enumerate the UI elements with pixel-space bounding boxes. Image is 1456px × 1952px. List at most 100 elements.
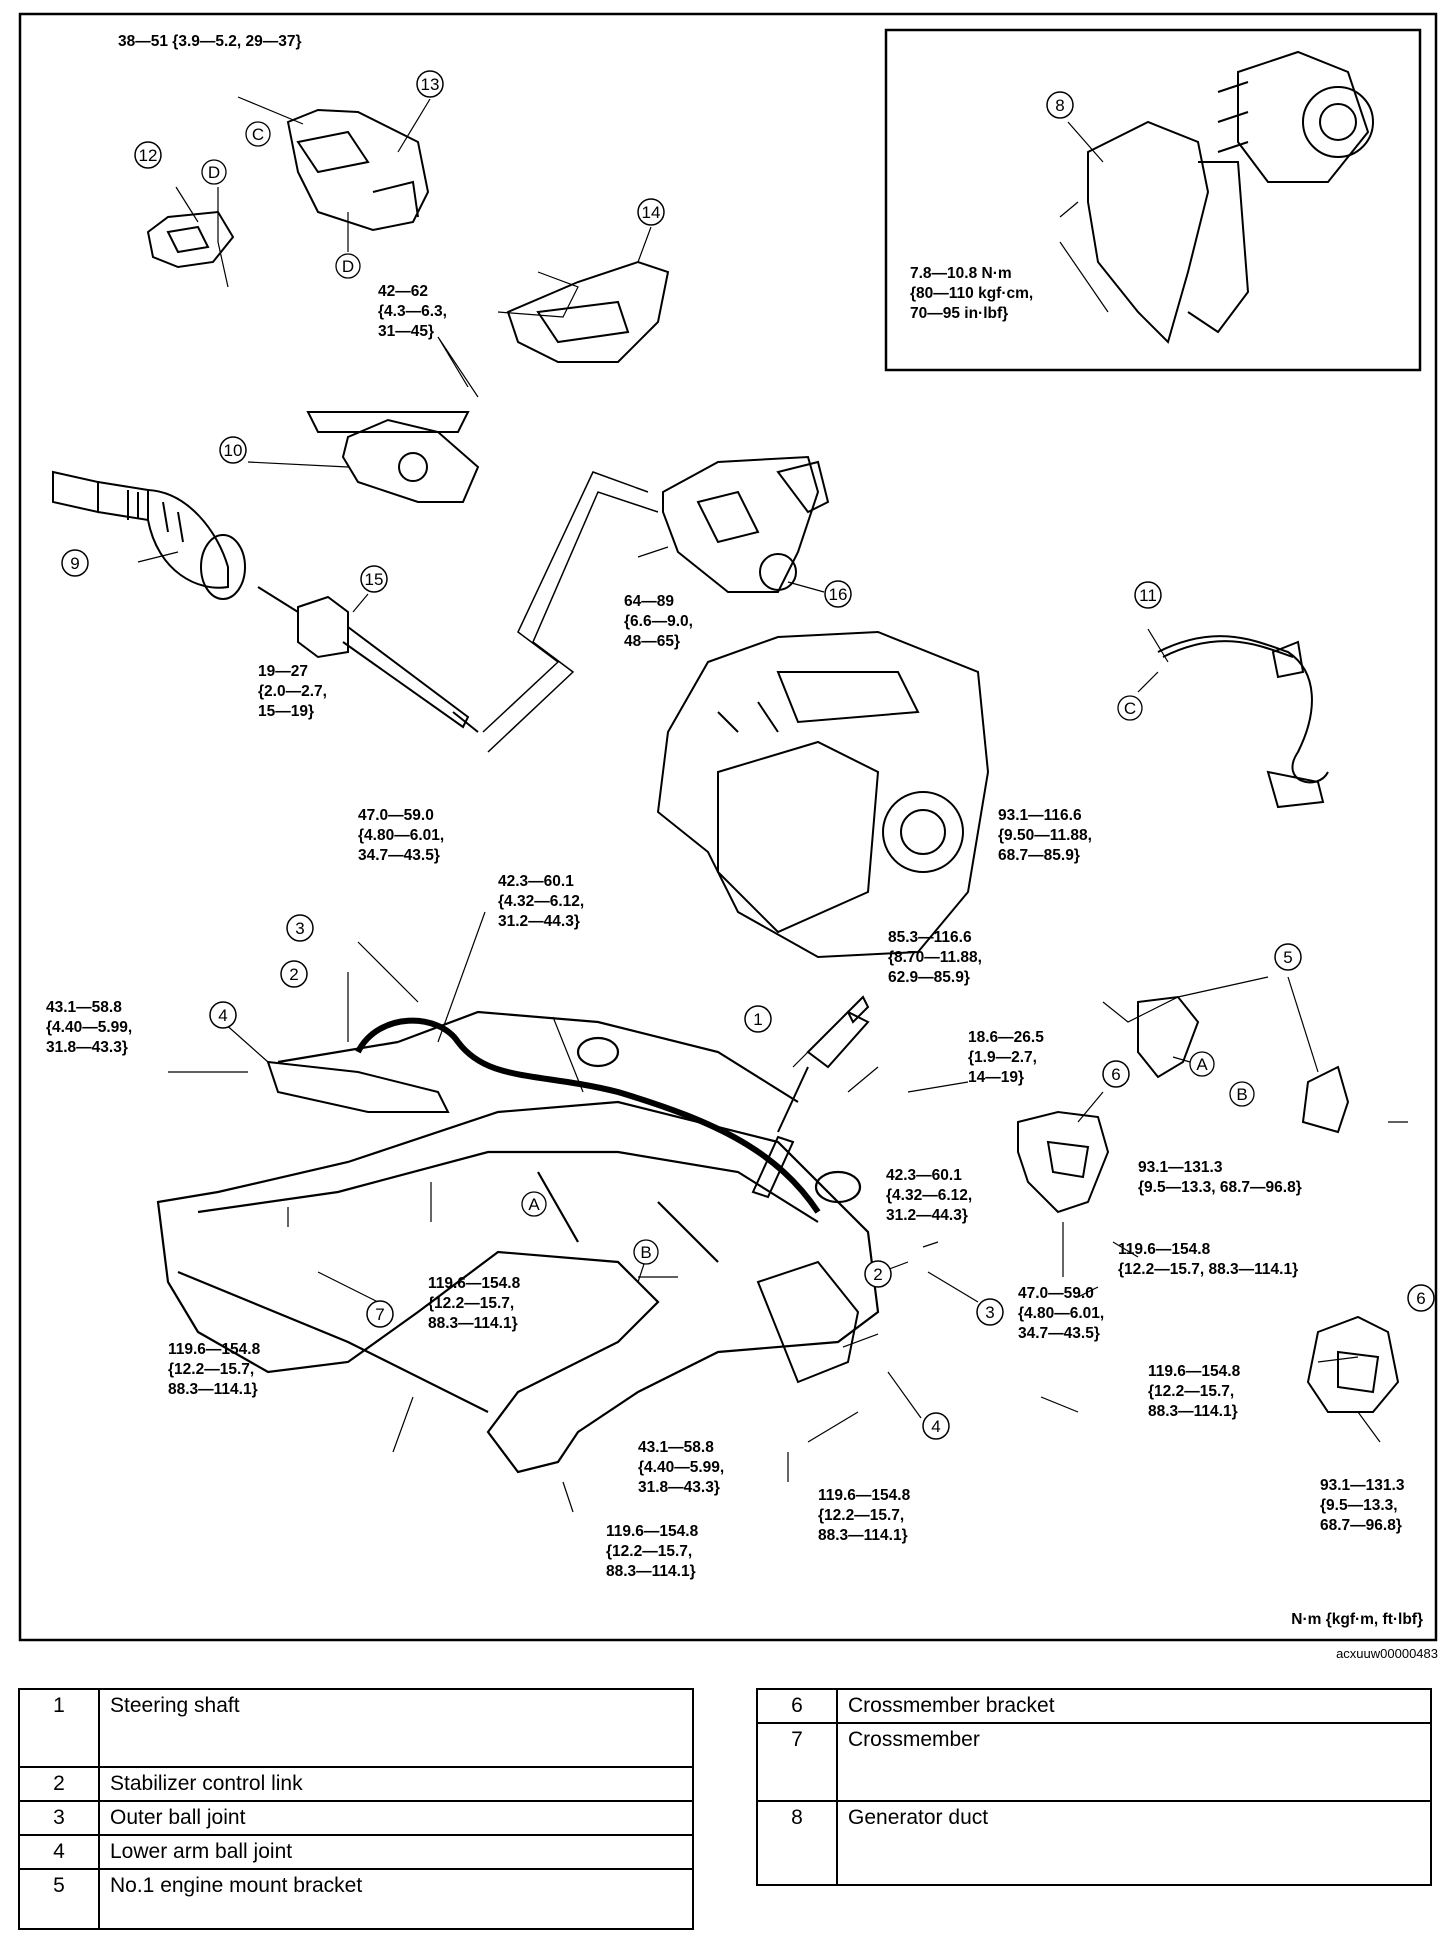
torque-5a: 93.1—116.6 {9.50—11.88, 68.7—85.9} [998, 807, 1096, 864]
callouts: 13 12 14 10 9 15 16 11 8 3 2 4 1 5 6 6 2… [61, 70, 1435, 1440]
callout-9-label: 9 [70, 554, 79, 573]
torque-14-line2: {4.3—6.3, [378, 303, 447, 320]
callout-3a: 3 [286, 914, 314, 942]
torque-14: 42—62 {4.3—6.3, 31—45} [378, 283, 451, 340]
torque-mid2-line2: {4.32—6.12, [886, 1187, 972, 1204]
torque-cm-center-line2: {12.2—15.7, [428, 1295, 514, 1312]
torque-mid2-line1: 42.3—60.1 [886, 1167, 962, 1184]
torque-4b-line2: {4.40—5.99, [638, 1459, 724, 1476]
callout-4b-label: 4 [931, 1417, 940, 1436]
torque-4b-line3: 31.8—43.3} [638, 1479, 720, 1496]
torque-16: 64—89 {6.6—9.0, 48—65} [624, 593, 697, 650]
legend-number: 6 [756, 1688, 838, 1724]
torque-4a-line1: 43.1—58.8 [46, 999, 122, 1016]
torque-3b-line2: {4.80—6.01, [1018, 1305, 1104, 1322]
part-13-mount [286, 108, 430, 232]
torque-16-line2: {6.6—9.0, [624, 613, 693, 630]
callout-6b: 6 [1407, 1284, 1435, 1312]
callout-14-label: 14 [642, 203, 661, 222]
torque-cm-r1-line3: 88.3—114.1} [818, 1527, 908, 1544]
mark-a-right: A [1189, 1051, 1215, 1077]
torque-3a-line2: {4.80—6.01, [358, 827, 444, 844]
torque-mid: 42.3—60.1 {4.32—6.12, 31.2—44.3} [498, 873, 589, 930]
callout-7-label: 7 [375, 1305, 384, 1324]
torque-8-line1: 7.8—10.8 N·m [910, 265, 1012, 282]
mark-b-right: B [1229, 1081, 1255, 1107]
callout-10: 10 [219, 436, 247, 464]
callout-6b-label: 6 [1416, 1289, 1425, 1308]
callout-12: 12 [134, 141, 162, 169]
legend-number: 1 [18, 1688, 100, 1768]
part-7-crossmember [156, 1010, 880, 1474]
torque-top-line1: 38—51 {3.9—5.2, 29—37} [118, 33, 302, 50]
mark-d-center: D [335, 253, 361, 279]
callout-16: 16 [824, 580, 852, 608]
mark-c-top: C [245, 121, 271, 147]
torque-15-line2: {2.0—2.7, [258, 683, 327, 700]
callout-7: 7 [366, 1300, 394, 1328]
part-10-mount [306, 411, 480, 503]
units-label: N·m {kgf·m, ft·lbf} [1291, 1611, 1423, 1628]
mark-b-right-label: B [1236, 1085, 1247, 1104]
torque-cm-r2-line1: 119.6—154.8 [606, 1523, 699, 1540]
callout-3b: 3 [976, 1298, 1004, 1326]
torque-6d-line3: 68.7—96.8} [1320, 1517, 1402, 1534]
torque-5b-line3: 62.9—85.9} [888, 969, 970, 986]
torque-6a-line1: 93.1—131.3 [1138, 1159, 1223, 1176]
callout-13: 13 [416, 70, 444, 98]
torque-8: 7.8—10.8 N·m {80—110 kgf·cm, 70—95 in·lb… [910, 265, 1038, 322]
part-1-steering-shaft [751, 995, 870, 1199]
mark-a-right-label: A [1196, 1055, 1208, 1074]
callout-14: 14 [637, 198, 665, 226]
torque-3b-line1: 47.0—59.0 [1018, 1285, 1094, 1302]
callout-11: 11 [1134, 581, 1162, 609]
callout-5: 5 [1274, 943, 1302, 971]
callout-2a-label: 2 [289, 965, 298, 984]
callout-5-label: 5 [1283, 948, 1292, 967]
callout-10-label: 10 [224, 441, 243, 460]
torque-cm-r2-line3: 88.3—114.1} [606, 1563, 696, 1580]
torque-5a-line3: 68.7—85.9} [998, 847, 1080, 864]
torque-1-line1: 18.6—26.5 [968, 1029, 1044, 1046]
legend-name: Stabilizer control link [98, 1766, 694, 1802]
torque-4a: 43.1—58.8 {4.40—5.99, 31.8—43.3} [46, 999, 137, 1056]
callout-8-label: 8 [1055, 96, 1064, 115]
torque-cm-center-line1: 119.6—154.8 [428, 1275, 521, 1292]
callout-2b: 2 [864, 1260, 892, 1288]
part-6-bracket-lower [1306, 1315, 1400, 1413]
torque-1: 18.6—26.5 {1.9—2.7, 14—19} [968, 1029, 1048, 1086]
legend-number: 7 [756, 1722, 838, 1802]
torque-mid2-line3: 31.2—44.3} [886, 1207, 968, 1224]
mark-a-center: A [521, 1191, 547, 1217]
mark-b-center-label: B [640, 1243, 651, 1262]
part-14-bracket [506, 260, 670, 363]
legend-name: Outer ball joint [98, 1800, 694, 1836]
torque-3b: 47.0—59.0 {4.80—6.01, 34.7—43.5} [1018, 1285, 1109, 1342]
callout-12-label: 12 [139, 146, 158, 165]
stabilizer-bar [355, 1017, 821, 1214]
legend-number: 5 [18, 1868, 100, 1930]
torque-mid2: 42.3—60.1 {4.32—6.12, 31.2—44.3} [886, 1167, 977, 1224]
torque-1-line2: {1.9—2.7, [968, 1049, 1037, 1066]
torque-cm-center: 119.6—154.8 {12.2—15.7, 88.3—114.1} [428, 1275, 525, 1332]
torque-cm-left: 119.6—154.8 {12.2—15.7, 88.3—114.1} [168, 1341, 265, 1398]
torque-cm-r1: 119.6—154.8 {12.2—15.7, 88.3—114.1} [818, 1487, 915, 1544]
torque-mid-line2: {4.32—6.12, [498, 893, 584, 910]
torque-4a-line3: 31.8—43.3} [46, 1039, 128, 1056]
callout-6a-label: 6 [1111, 1065, 1120, 1084]
part-6-bracket-upper [1017, 1110, 1110, 1214]
legend-name: Crossmember [836, 1722, 1432, 1802]
torque-3a-line1: 47.0—59.0 [358, 807, 434, 824]
mark-c-sensor: C [1117, 695, 1143, 721]
torque-4a-line2: {4.40—5.99, [46, 1019, 132, 1036]
torque-8-line2: {80—110 kgf·cm, [910, 285, 1033, 302]
torque-14-line1: 42—62 [378, 283, 428, 300]
part-5-bracket [1137, 995, 1350, 1134]
callout-15-label: 15 [365, 570, 384, 589]
torque-6a: 93.1—131.3 {9.5—13.3, 68.7—96.8} [1138, 1159, 1302, 1196]
